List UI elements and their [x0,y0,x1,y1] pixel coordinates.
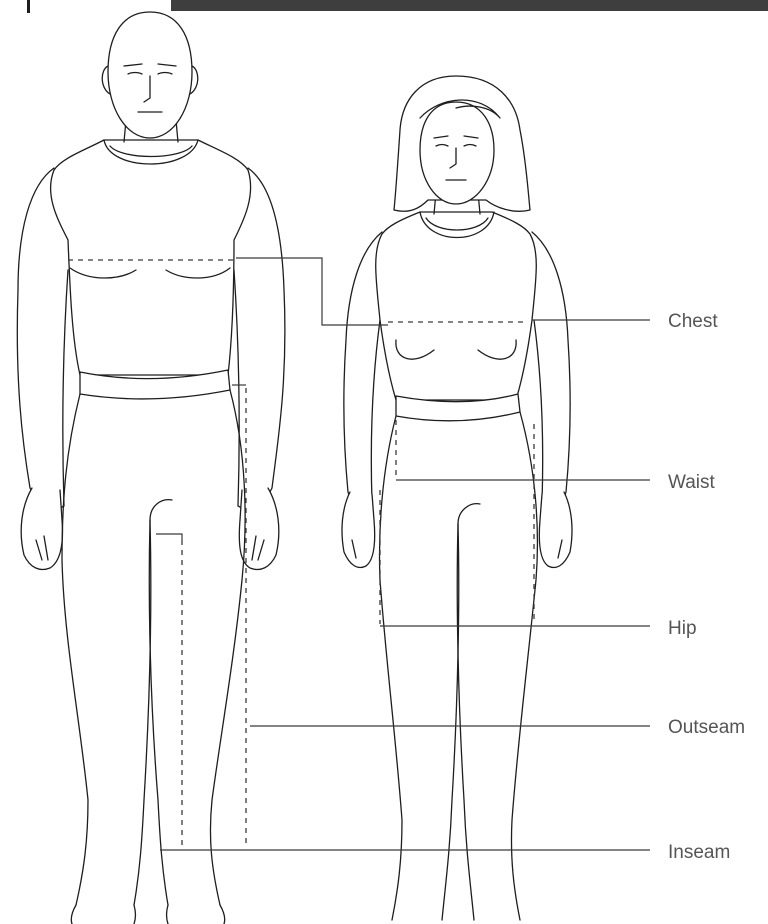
corner-mark [27,0,30,13]
chest-label: Chest [668,311,718,332]
inseam-top-tick [156,534,182,540]
inseam-label: Inseam [668,842,730,863]
chest-connector [236,258,388,325]
male-figure [17,12,285,924]
hip-label: Hip [668,618,697,639]
header-bar [171,0,768,11]
waist-label: Waist [668,472,716,493]
outseam-label: Outseam [668,717,745,738]
female-figure [342,76,572,920]
